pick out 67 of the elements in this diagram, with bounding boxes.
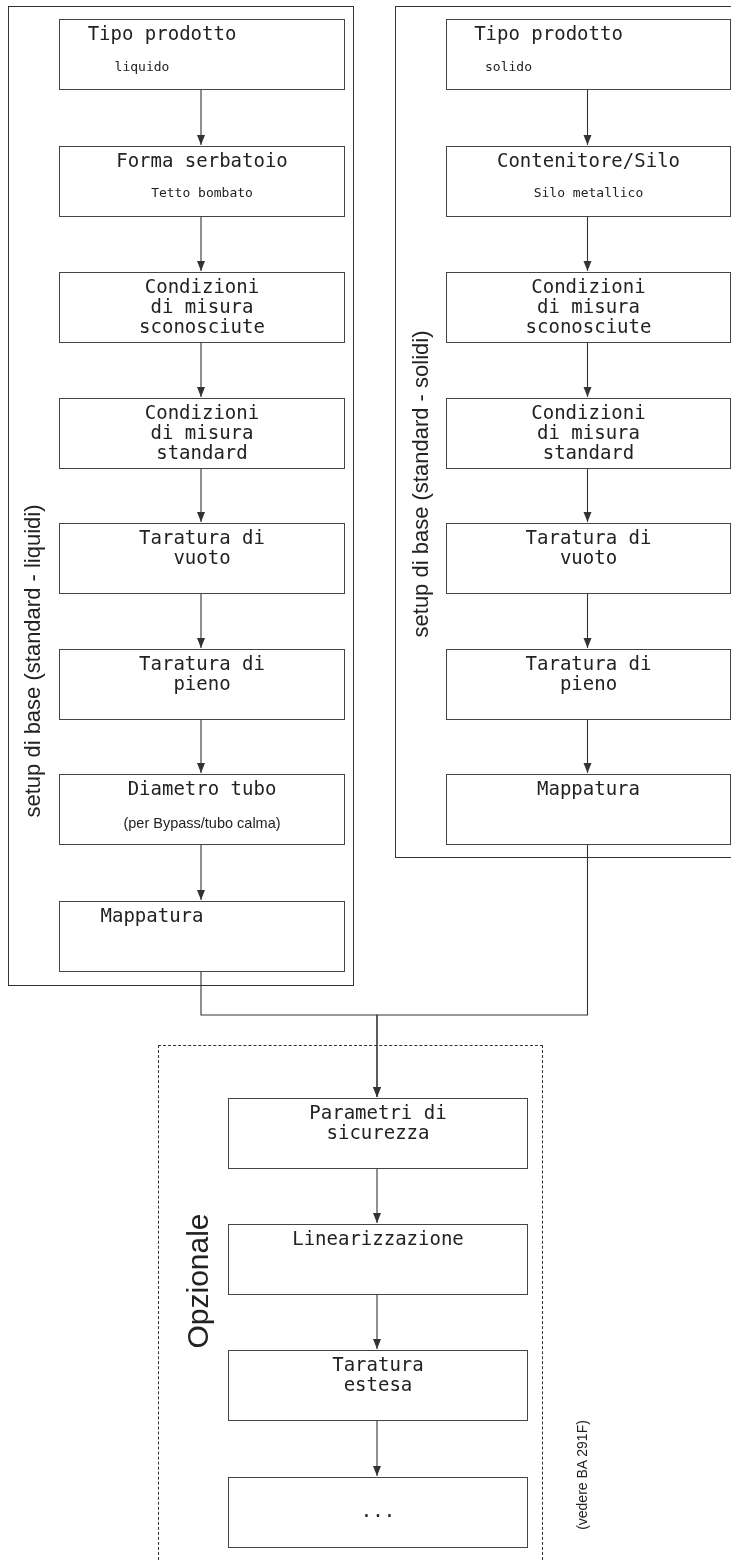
process-box xyxy=(228,1477,528,1548)
step-title: Condizioni di misura sconosciute xyxy=(138,276,266,336)
group-frame xyxy=(395,6,731,858)
arrow xyxy=(197,215,205,272)
step-value: (per Bypass/tubo calma) xyxy=(123,814,281,833)
step-title: Taratura estesa xyxy=(331,1354,425,1394)
process-box xyxy=(59,272,345,343)
arrow xyxy=(373,1293,381,1350)
step-title: Taratura di pieno xyxy=(524,653,653,693)
group-heading: setup di base (standard - liquidi) xyxy=(20,504,46,818)
process-box xyxy=(446,272,731,343)
step-title: Taratura di vuoto xyxy=(524,527,653,567)
arrow xyxy=(583,592,592,649)
process-box xyxy=(59,901,345,972)
step-title: Condizioni di misura standard xyxy=(143,402,261,462)
process-box xyxy=(446,146,731,217)
process-box xyxy=(59,398,345,469)
step-title: Contenitore/Silo xyxy=(497,150,680,170)
arrow xyxy=(373,843,589,1098)
step-title: Mappatura xyxy=(100,905,204,925)
step-title: Taratura di pieno xyxy=(138,653,266,693)
group-heading: setup di base (standard - solidi) xyxy=(408,330,434,638)
process-box xyxy=(59,523,345,594)
process-box xyxy=(446,398,731,469)
step-title: Diametro tubo xyxy=(127,778,277,798)
step-title: Forma serbatoio xyxy=(116,150,288,170)
process-box xyxy=(446,649,731,720)
process-box xyxy=(59,774,345,845)
arrow xyxy=(583,718,592,774)
arrow xyxy=(583,341,592,398)
step-title: Condizioni di misura standard xyxy=(530,402,647,462)
step-value: solido xyxy=(485,58,532,76)
step-title: Condizioni di misura sconosciute xyxy=(524,276,653,336)
group-frame xyxy=(8,6,354,986)
arrow xyxy=(583,88,592,146)
arrow xyxy=(197,88,205,146)
process-box xyxy=(446,19,731,90)
arrow xyxy=(197,592,205,649)
reference-note: (vedere BA 291F) xyxy=(574,1420,590,1530)
process-box xyxy=(228,1350,528,1421)
group-heading: Opzionale xyxy=(181,1213,215,1349)
process-box xyxy=(228,1098,528,1169)
optional-group-frame xyxy=(158,1045,543,1560)
arrow xyxy=(373,1167,381,1224)
arrow xyxy=(197,843,205,901)
process-box xyxy=(59,19,345,90)
step-title: Tipo prodotto xyxy=(87,23,237,43)
arrow xyxy=(583,215,592,272)
step-value: Silo metallico xyxy=(533,184,644,202)
arrow xyxy=(197,718,205,774)
process-box xyxy=(228,1224,528,1295)
arrow xyxy=(197,467,205,523)
step-title: Tipo prodotto xyxy=(474,23,623,43)
step-value: Tetto bombato xyxy=(151,184,253,202)
arrow xyxy=(197,341,205,398)
arrow xyxy=(373,1419,381,1477)
step-title: Mappatura xyxy=(537,778,640,798)
arrow xyxy=(583,467,592,523)
step-title: Parametri di sicurezza xyxy=(308,1102,448,1142)
process-box xyxy=(446,523,731,594)
process-box xyxy=(446,774,731,845)
step-title: Taratura di vuoto xyxy=(138,527,266,567)
step-value: liquido xyxy=(114,58,170,76)
step-title: Linearizzazione xyxy=(292,1228,464,1248)
process-box xyxy=(59,649,345,720)
process-box xyxy=(59,146,345,217)
step-title: ... xyxy=(360,1500,396,1520)
